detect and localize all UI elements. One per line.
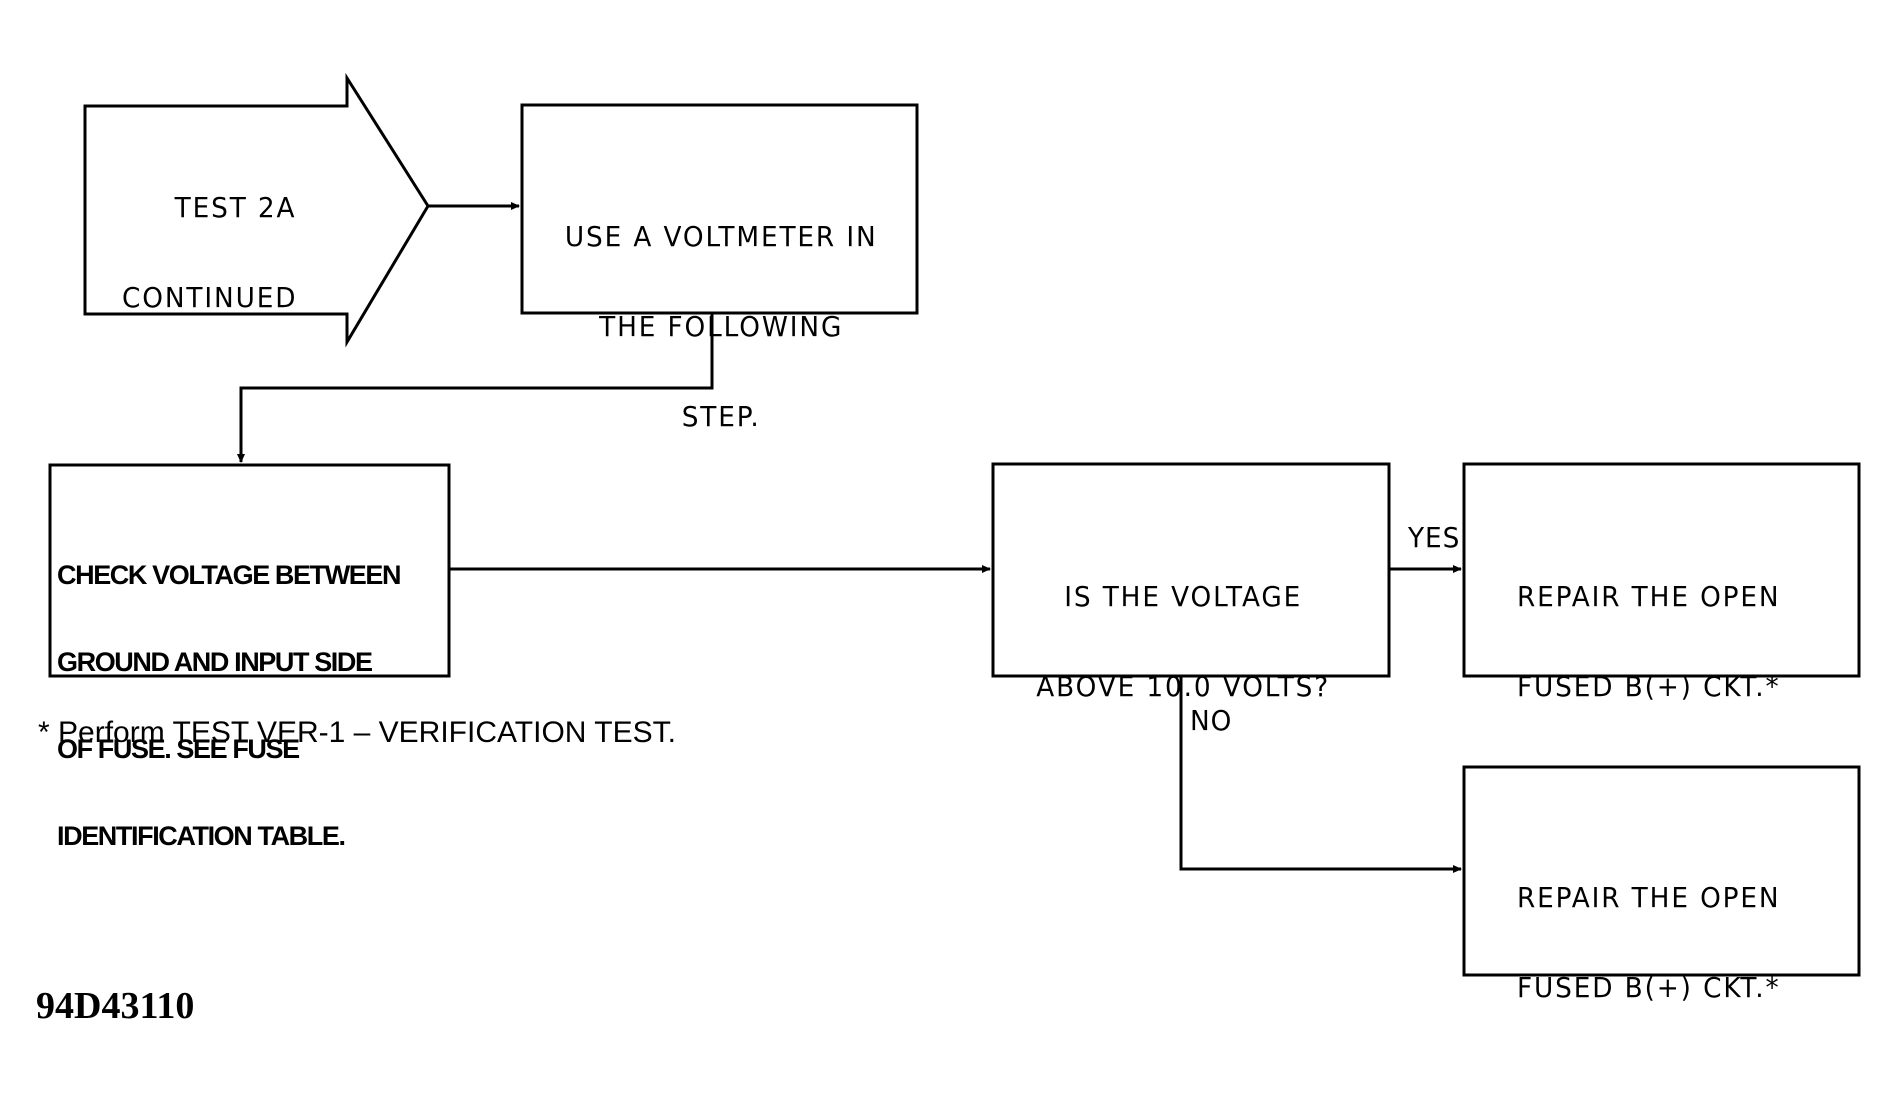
voltage-question-box [991,462,1391,678]
check-voltage-line-1: CHECK VOLTAGE BETWEEN [57,560,402,590]
figure-id: 94D43110 [36,985,195,1027]
start-block-arrow-shape [83,72,430,348]
repair-no-text: REPAIR THE OPEN FUSED B(+) CKT.* [1517,823,1781,1033]
start-arrow-line-1: TEST 2A [174,191,297,224]
verification-footnote: * Perform TEST VER-1 – VERIFICATION TEST… [38,716,676,749]
repair-yes-text: REPAIR THE OPEN FUSED B(+) CKT.* [1517,522,1781,732]
repair-no-line-2: FUSED B(+) CKT.* [1517,971,1781,1004]
voltmeter-step-text: USE A VOLTMETER IN THE FOLLOWING STEP. [552,162,890,462]
voltmeter-step-box [520,103,919,315]
repair-yes-box [1462,462,1861,678]
voltage-question-text: IS THE VOLTAGE ABOVE 10.0 VOLTS? [1014,522,1352,732]
repair-yes-line-1: REPAIR THE OPEN [1517,580,1781,613]
voltmeter-step-line-1: USE A VOLTMETER IN [564,220,878,253]
voltmeter-step-line-2: THE FOLLOWING [599,310,844,343]
check-voltage-line-2: GROUND AND INPUT SIDE [57,647,373,677]
connector-voltmeter-to-check [237,313,714,463]
voltage-question-line-1: IS THE VOLTAGE [1064,580,1303,613]
connector-no-to-repair [1179,676,1462,873]
repair-no-line-1: REPAIR THE OPEN [1517,881,1781,914]
repair-yes-line-2: FUSED B(+) CKT.* [1517,670,1781,703]
no-label: NO [1190,704,1233,737]
check-voltage-step-text: CHECK VOLTAGE BETWEEN GROUND AND INPUT S… [57,503,402,880]
voltage-question-line-2: ABOVE 10.0 VOLTS? [1036,670,1331,703]
start-arrow-line-2: CONTINUED [122,281,298,314]
voltmeter-step-line-3: STEP. [681,400,761,433]
start-arrow-text: TEST 2A CONTINUED [122,133,297,343]
check-voltage-step-box [48,463,451,678]
repair-no-box [1462,765,1861,977]
yes-label: YES [1408,521,1461,554]
check-voltage-line-3: OF FUSE. SEE FUSE [57,734,300,764]
check-voltage-line-4: IDENTIFICATION TABLE. [57,821,346,851]
